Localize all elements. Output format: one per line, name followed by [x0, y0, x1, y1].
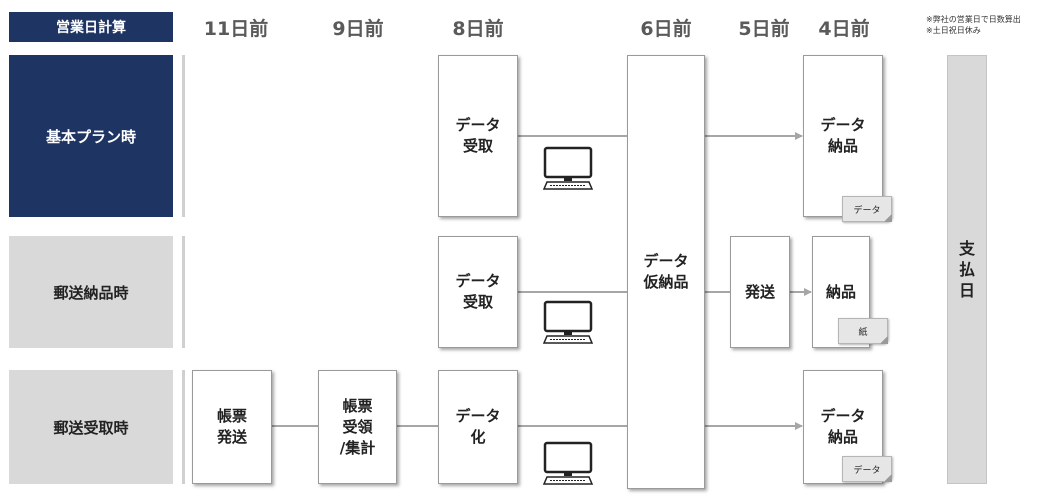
- receive-forms-label: 帳票 受領 /集計: [339, 396, 376, 457]
- row-label-mail-delivery: 郵送納品時: [9, 236, 173, 348]
- computer-icon: [542, 300, 594, 344]
- page-title: 営業日計算: [9, 12, 173, 42]
- paper-tag: 紙: [838, 318, 888, 344]
- paper-tag-label: 紙: [858, 327, 868, 338]
- column-header-11-days: 11日前: [203, 17, 269, 40]
- data-tag-label: データ: [853, 205, 881, 216]
- row-divider: [182, 370, 185, 484]
- column-header-5-days: 5日前: [738, 17, 790, 40]
- note-holidays: ※土日祝日休み: [926, 26, 981, 35]
- data-receive-label: データ 受取: [455, 272, 501, 311]
- payment-day-label: 支 払 日: [958, 239, 975, 300]
- send-forms-label: 帳票 発送: [216, 407, 247, 446]
- data-tag: データ: [842, 196, 892, 222]
- data-receive-box: データ 受取: [438, 55, 518, 217]
- digitize-box: データ 化: [438, 370, 518, 484]
- column-header-4-days: 4日前: [818, 17, 870, 40]
- ship-label: 発送: [744, 282, 775, 301]
- row-label-basic-plan: 基本プラン時: [9, 55, 173, 217]
- data-tag: データ: [842, 456, 892, 482]
- data-delivery-box: データ 納品: [803, 55, 883, 217]
- computer-icon: [542, 146, 594, 190]
- computer-icon: [542, 441, 594, 485]
- data-delivery-label: データ 納品: [820, 116, 866, 155]
- column-header-6-days: 6日前: [640, 17, 692, 40]
- row-divider: [182, 55, 185, 217]
- send-forms-box: 帳票 発送: [192, 370, 272, 484]
- data-receive-box: データ 受取: [438, 236, 518, 348]
- column-header-8-days: 8日前: [452, 17, 504, 40]
- row-divider: [182, 236, 185, 348]
- provisional-delivery-label: データ 仮納品: [643, 252, 689, 291]
- note-business-days: ※弊社の営業日で日数算出: [926, 15, 1021, 24]
- ship-box: 発送: [730, 236, 790, 348]
- data-delivery-label: データ 納品: [820, 407, 866, 446]
- data-receive-label: データ 受取: [455, 116, 501, 155]
- notes: ※弊社の営業日で日数算出 ※土日祝日休み: [926, 14, 1048, 36]
- receive-forms-box: 帳票 受領 /集計: [318, 370, 397, 484]
- payment-day-bar: 支 払 日: [947, 55, 987, 484]
- provisional-delivery-box: データ 仮納品: [627, 55, 705, 489]
- digitize-label: データ 化: [455, 407, 501, 446]
- delivery-label: 納品: [825, 282, 856, 301]
- column-header-9-days: 9日前: [332, 17, 384, 40]
- row-label-mail-receive: 郵送受取時: [9, 370, 173, 484]
- data-tag-label: データ: [853, 465, 881, 476]
